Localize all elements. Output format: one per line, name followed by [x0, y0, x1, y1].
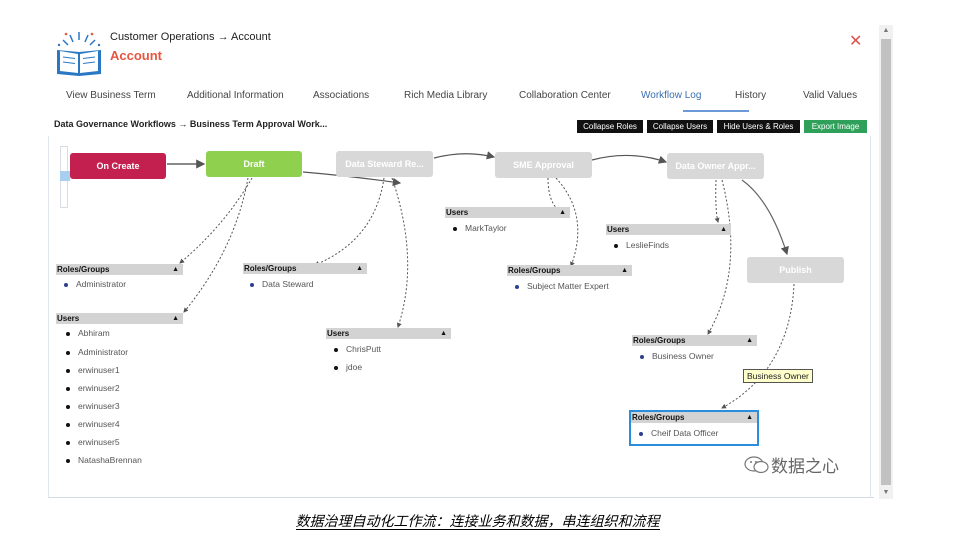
draft-users-panel-header[interactable]: Users▲ — [56, 313, 183, 324]
list-item: Abhiram — [66, 328, 110, 338]
node-draft[interactable]: Draft — [206, 151, 302, 177]
list-item: Administrator — [64, 279, 126, 289]
watermark: 数据之心 — [743, 452, 839, 480]
tab-associations[interactable]: Associations — [313, 90, 370, 101]
list-item: erwinuser2 — [66, 383, 120, 393]
list-item: erwinuser1 — [66, 365, 120, 375]
collapse-caret-icon[interactable]: ▲ — [720, 226, 727, 233]
node-on-create[interactable]: On Create — [70, 153, 166, 179]
list-item: erwinuser5 — [66, 437, 120, 447]
tab-bar: View Business Term Additional Informatio… — [48, 90, 874, 114]
tab-rich-media-library[interactable]: Rich Media Library — [404, 90, 488, 101]
tab-view-business-term[interactable]: View Business Term — [66, 90, 156, 101]
tab-additional-information[interactable]: Additional Information — [187, 90, 284, 101]
list-item: LeslieFinds — [614, 240, 669, 250]
node-data-owner-approval[interactable]: Data Owner Appr... — [667, 153, 764, 179]
tab-history[interactable]: History — [735, 90, 767, 101]
steward-users-panel-header[interactable]: Users▲ — [326, 328, 451, 339]
scroll-up-arrow-icon[interactable]: ▲ — [882, 27, 890, 34]
list-item: ChrisPutt — [334, 344, 381, 354]
collapse-users-button[interactable]: Collapse Users — [647, 120, 713, 133]
node-publish[interactable]: Publish — [747, 257, 844, 283]
steward-roles-panel-header[interactable]: Roles/Groups▲ — [243, 263, 367, 274]
zoom-slider[interactable] — [60, 146, 70, 208]
collapse-caret-icon[interactable]: ▲ — [356, 265, 363, 272]
workflow-canvas[interactable] — [48, 136, 874, 498]
list-item: Administrator — [66, 347, 128, 357]
list-item: Data Steward — [250, 279, 314, 289]
canvas-edge — [870, 136, 871, 498]
collapse-caret-icon[interactable]: ▲ — [559, 209, 566, 216]
collapse-caret-icon[interactable]: ▲ — [621, 267, 628, 274]
owner-roles-panel-header[interactable]: Roles/Groups▲ — [632, 335, 757, 346]
sme-roles-panel-header[interactable]: Roles/Groups▲ — [507, 265, 632, 276]
list-item: NatashaBrennan — [66, 455, 142, 465]
workflow-breadcrumb: Data Governance Workflows → Business Ter… — [54, 119, 328, 129]
collapse-caret-icon[interactable]: ▲ — [746, 337, 753, 344]
list-item: jdoe — [334, 362, 362, 372]
close-icon[interactable]: ✕ — [849, 33, 863, 50]
watermark-text: 数据之心 — [771, 457, 839, 476]
list-item: Cheif Data Officer — [639, 428, 718, 438]
list-item: Subject Matter Expert — [515, 281, 609, 291]
node-sme-approval[interactable]: SME Approval — [495, 152, 592, 178]
collapse-caret-icon[interactable]: ▲ — [746, 414, 753, 421]
owner-users-panel-header[interactable]: Users▲ — [606, 224, 731, 235]
vertical-scrollbar[interactable]: ▲ ▼ — [879, 25, 893, 499]
export-image-button[interactable]: Export Image — [804, 120, 867, 133]
wechat-icon — [743, 455, 771, 480]
sme-users-panel-header[interactable]: Users▲ — [445, 207, 570, 218]
list-item: erwinuser3 — [66, 401, 120, 411]
collapse-caret-icon[interactable]: ▲ — [440, 330, 447, 337]
scroll-down-arrow-icon[interactable]: ▼ — [882, 489, 890, 496]
scroll-thumb[interactable] — [881, 39, 891, 485]
figure-caption: 数据治理自动化工作流：连接业务和数据，串连组织和流程 — [295, 513, 660, 530]
breadcrumb: Customer Operations → Account — [110, 31, 271, 43]
selected-panel-highlight[interactable] — [629, 410, 759, 446]
zoom-slider-handle[interactable] — [60, 171, 70, 181]
list-item: MarkTaylor — [453, 223, 507, 233]
tooltip: Business Owner — [743, 369, 813, 383]
tab-collaboration-center[interactable]: Collaboration Center — [519, 90, 611, 101]
publish-roles-panel-header[interactable]: Roles/Groups▲ — [631, 412, 757, 423]
page-title: Account — [110, 48, 162, 63]
list-item: Business Owner — [640, 351, 714, 361]
tab-workflow-log[interactable]: Workflow Log — [641, 90, 702, 101]
hide-users-roles-button[interactable]: Hide Users & Roles — [717, 120, 800, 133]
list-item: erwinuser4 — [66, 419, 120, 429]
node-data-steward-review[interactable]: Data Steward Re... — [336, 151, 433, 177]
tab-valid-values[interactable]: Valid Values — [803, 90, 858, 101]
collapse-caret-icon[interactable]: ▲ — [172, 315, 179, 322]
collapse-roles-button[interactable]: Collapse Roles — [577, 120, 643, 133]
collapse-caret-icon[interactable]: ▲ — [172, 266, 179, 273]
book-logo-icon — [54, 30, 104, 78]
draft-roles-panel-header[interactable]: Roles/Groups▲ — [56, 264, 183, 275]
active-tab-indicator — [683, 110, 749, 112]
